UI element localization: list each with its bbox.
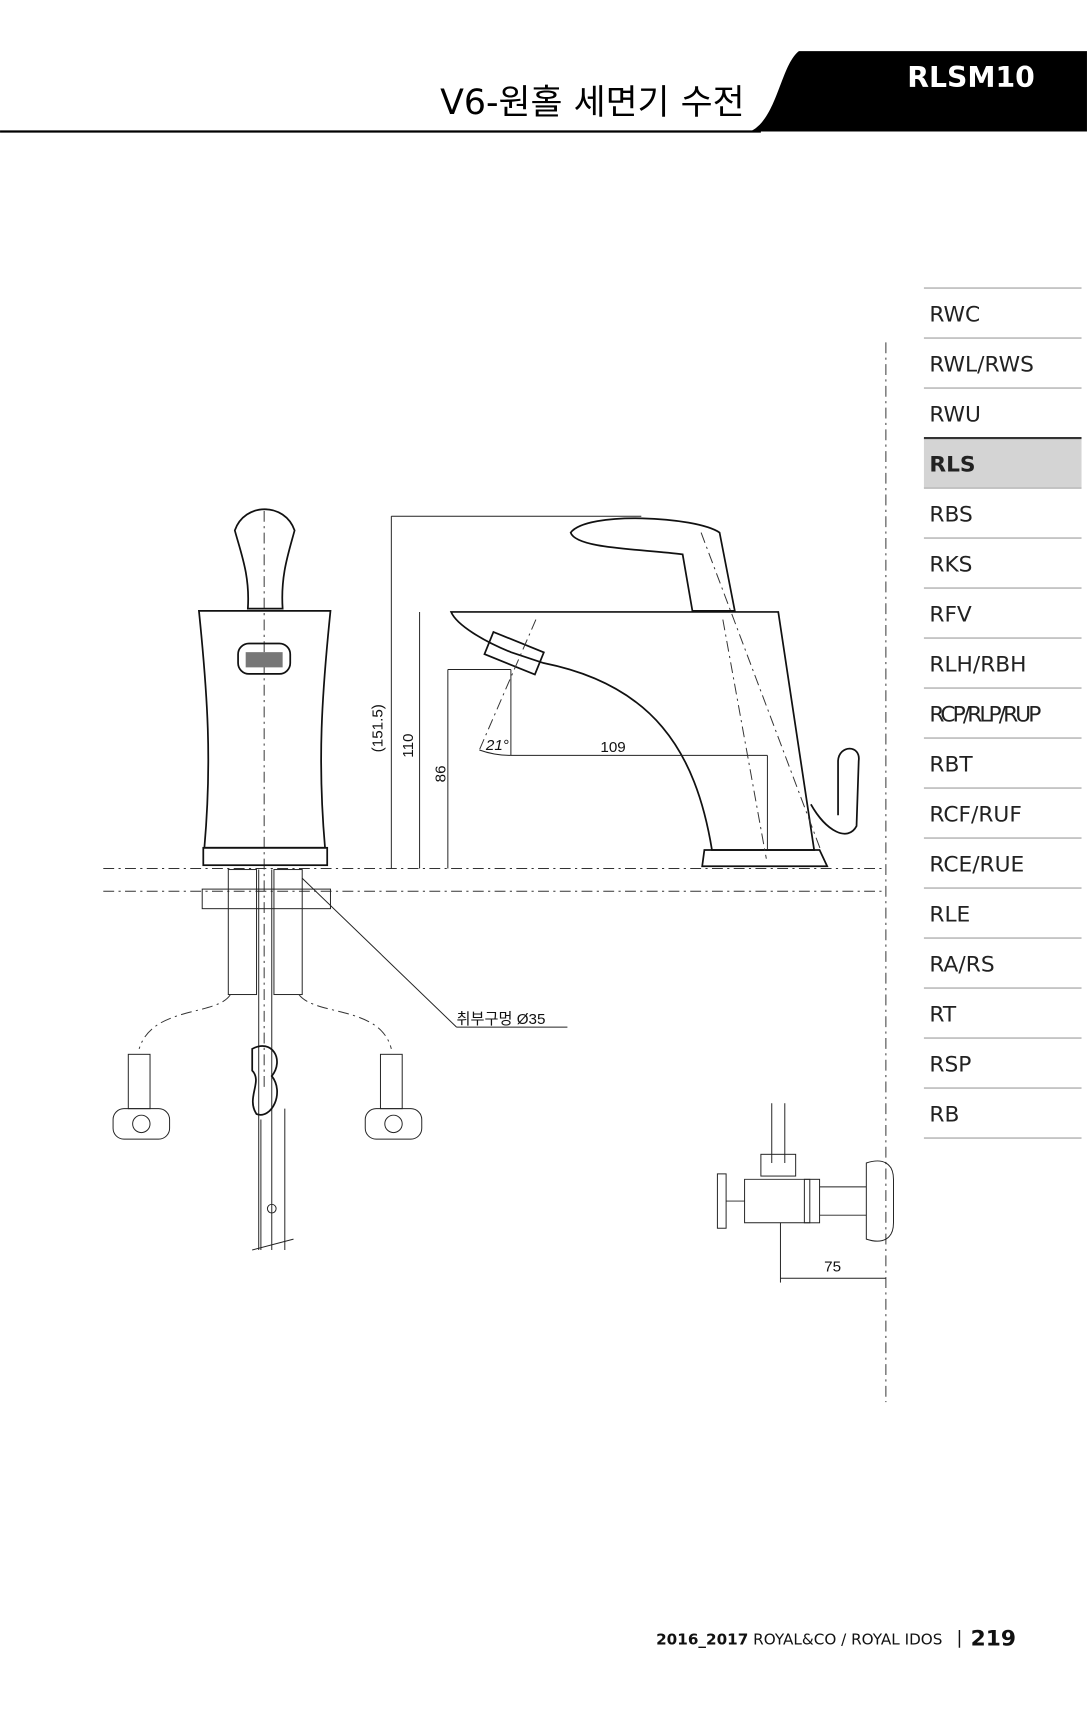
sidebar-item-rlh-rbh[interactable]: RLH/RBH xyxy=(923,637,1082,678)
sidebar-item-rbs[interactable]: RBS xyxy=(923,487,1082,528)
sidebar-item-ra-rs[interactable]: RA/RS xyxy=(923,937,1082,978)
dim-reach: 109 xyxy=(600,739,625,756)
dim-height: 110 xyxy=(400,734,417,758)
angle-valve-view xyxy=(716,1103,894,1283)
hole-leader xyxy=(301,877,457,1028)
sidebar-item-rls[interactable]: RLS xyxy=(923,436,1082,489)
sidebar-item-label: RKS xyxy=(929,553,972,578)
faucet-front-view xyxy=(112,508,423,1251)
sidebar-item-rcp-rlp-rup[interactable]: RCP/RLP/RUP xyxy=(923,687,1082,728)
sidebar-item-label: RFV xyxy=(929,603,972,628)
sidebar-item-rwc[interactable]: RWC xyxy=(923,287,1082,328)
sidebar-item-rcf-ruf[interactable]: RCF/RUF xyxy=(923,787,1082,828)
dim-angle: 21° xyxy=(485,737,509,754)
sidebar-item-label: RBT xyxy=(929,753,973,778)
svg-text:2016_2017 ROYAL&CO / ROY: 2016_2017 ROYAL&CO / ROYAL IDOS xyxy=(656,1631,942,1649)
sidebar-item-rt[interactable]: RT xyxy=(923,987,1082,1028)
sidebar-item-label: RWC xyxy=(929,303,980,328)
sidebar-item-label: RCE/RUE xyxy=(929,853,1024,878)
sidebar-item-rle[interactable]: RLE xyxy=(923,887,1082,928)
active-highlight xyxy=(923,438,1082,489)
sidebar-item-rwl-rws[interactable]: RWL/RWS xyxy=(923,337,1082,378)
sidebar-item-rb[interactable]: RB xyxy=(923,1087,1082,1128)
sidebar-item-label: RSP xyxy=(929,1053,971,1078)
sidebar-item-label: RLE xyxy=(929,903,970,928)
sidebar-nav: RWC RWL/RWS RWU RLS RBS RKS RFV RLH/RBH RCP/RLP/… xyxy=(923,287,1082,1139)
dim-total-height: (151.5) xyxy=(370,704,387,752)
sidebar-item-label: RB xyxy=(929,1103,959,1128)
sidebar-item-label: RWU xyxy=(929,403,981,428)
sidebar-item-label: RLH/RBH xyxy=(929,653,1026,678)
sidebar-item-label: RWL/RWS xyxy=(929,353,1034,378)
footer-years: 2016_2017 xyxy=(656,1631,748,1649)
model-code: RLSM10 xyxy=(907,61,1035,94)
sidebar-item-label: RT xyxy=(929,1003,957,1028)
page-number: 219 xyxy=(971,1627,1016,1652)
sidebar-item-rks[interactable]: RKS xyxy=(923,537,1082,578)
header: V6-원홀 세면기 수전 RLSM10 xyxy=(0,51,1087,133)
sidebar-item-label: RCP/RLP/RUP xyxy=(929,703,1041,728)
hole-dimension: 취부구멍 Ø35 xyxy=(457,1011,546,1028)
dimension-lines xyxy=(390,515,822,869)
sidebar-item-rsp[interactable]: RSP xyxy=(923,1037,1082,1078)
page-title: V6-원홀 세면기 수전 xyxy=(440,83,744,123)
header-black-tab xyxy=(750,51,1087,132)
footer-separator: | xyxy=(957,1628,963,1648)
sidebar-item-rwu[interactable]: RWU xyxy=(923,387,1082,428)
sidebar-item-label: RLS xyxy=(929,453,975,478)
technical-drawing: 취부구멍 Ø35 (151.5) 110 86 21° 1 xyxy=(103,342,894,1403)
sidebar-item-rbt[interactable]: RBT xyxy=(923,737,1082,778)
dim-valve-distance: 75 xyxy=(824,1259,841,1276)
sidebar-item-label: RA/RS xyxy=(929,953,994,978)
footer: 2016_2017 ROYAL&CO / ROYAL IDOS | 219 xyxy=(656,1627,1016,1652)
sidebar-item-rfv[interactable]: RFV xyxy=(923,587,1082,628)
faucet-side-view xyxy=(449,517,860,868)
footer-brand: ROYAL&CO / ROYAL IDOS xyxy=(753,1631,942,1649)
dim-spout-height: 86 xyxy=(433,765,450,782)
sidebar-item-label: RBS xyxy=(929,503,972,528)
sidebar-item-rce-rue[interactable]: RCE/RUE xyxy=(923,837,1082,878)
sidebar-item-label: RCF/RUF xyxy=(929,803,1021,828)
